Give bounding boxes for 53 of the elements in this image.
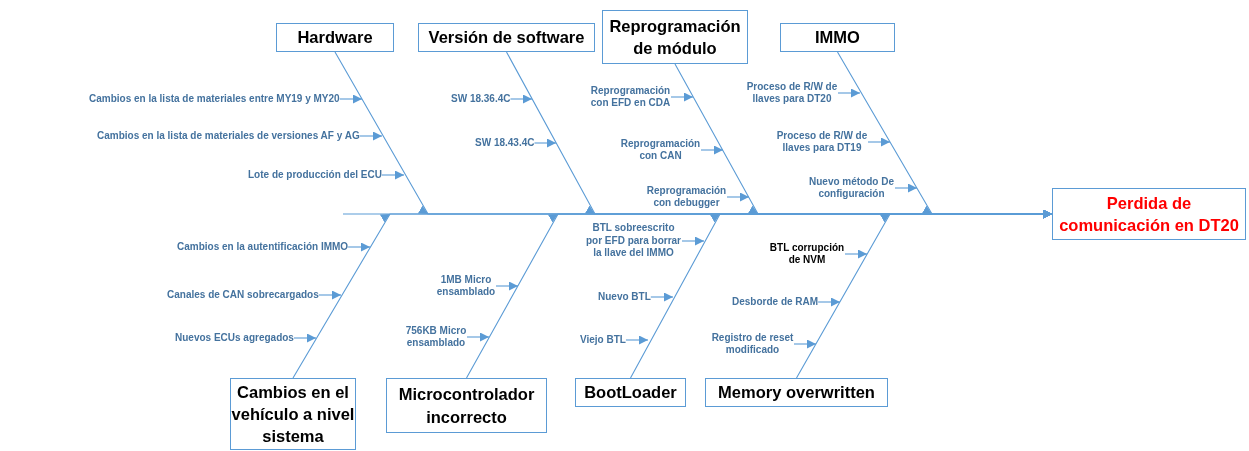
category-box: BootLoader [575,378,686,407]
cause-label: 756KB Micro ensamblado [405,324,467,350]
arrow [681,236,705,246]
arrow [867,137,891,147]
cause-label: Nuevos ECUs agregados [175,331,294,344]
cause-label: SW 18.36.4C [451,92,511,105]
cause-label: Reprogramación con CAN [620,137,701,163]
arrow [533,138,557,148]
arrow [894,183,918,193]
effect-box: Perdida de comunicación en DT20 [1052,188,1246,240]
cause-label: 1MB Micro ensamblado [436,273,496,299]
cause-label: Proceso de R/W de llaves para DT19 [776,129,868,155]
arrow [793,339,817,349]
arrow [318,290,342,300]
cause-label: Cambios en la autentificación IMMO [177,240,349,253]
cause-label: Proceso de R/W de llaves para DT20 [746,80,838,106]
cause-label: Reprogramación con debugger [646,184,727,210]
cause-label: Reprogramación con EFD en CDA [590,84,671,110]
cause-label: Cambios en la lista de materiales entre MY19 y MY20 [89,92,340,105]
category-box: Versión de software [418,23,595,52]
cause-label: Lote de producción del ECU [248,168,382,181]
arrow [495,281,519,291]
category-box: Microcontrolador incorrecto [386,378,547,433]
arrow [650,292,674,302]
arrow [293,333,317,343]
arrow [844,249,868,259]
arrow [837,88,861,98]
arrow [625,335,649,345]
arrow [509,94,533,104]
category-box: IMMO [780,23,895,52]
cause-label: Viejo BTL [580,333,626,346]
arrow [817,297,841,307]
cause-label: SW 18.43.4C [475,136,535,149]
arrow [700,145,724,155]
cause-label: Nuevo BTL [598,290,651,303]
arrow [347,242,371,252]
category-box: Cambios en el vehículo a nivel sistema [230,378,356,450]
category-box: Reprogramación de módulo [602,10,748,64]
arrow [359,131,383,141]
cause-label: Cambios en la lista de materiales de versiones AF y AG [97,129,360,142]
cause-label: BTL corrupción de NVM [769,241,845,267]
category-box: Hardware [276,23,394,52]
arrow [670,92,694,102]
arrow [339,94,363,104]
arrow [381,170,405,180]
cause-label: Nuevo método De configuración [808,175,895,201]
cause-label: BTL sobreescrito por EFD para borrar la llave del IMMO [585,222,682,260]
cause-label: Canales de CAN sobrecargados [167,288,319,301]
cause-label: Registro de reset modificado [711,331,794,357]
cause-label: Desborde de RAM [732,295,819,308]
category-box: Memory overwritten [705,378,888,407]
arrow [466,332,490,342]
arrow [726,192,750,202]
